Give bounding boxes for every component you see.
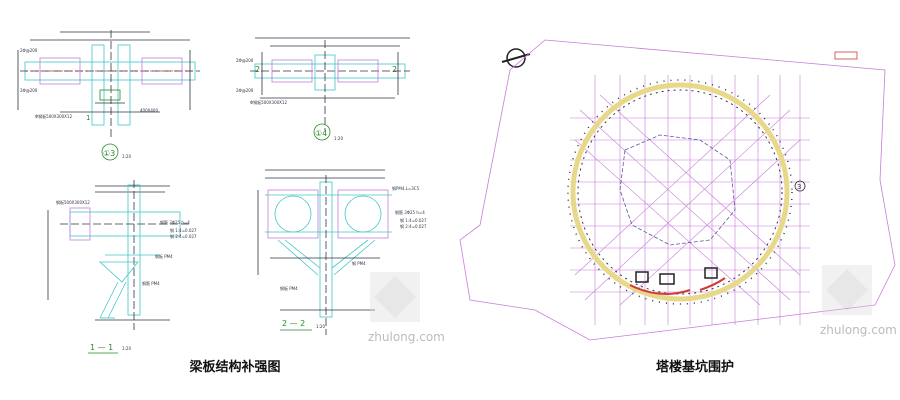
watermark-logo-left [370, 272, 420, 322]
svg-text:2Φ@200: 2Φ@200 [236, 88, 254, 93]
detail-d3-mark: 1 [86, 114, 90, 122]
north-arrow-icon [501, 48, 531, 68]
svg-text:Φ钢板500X300X12: Φ钢板500X300X12 [250, 99, 287, 105]
section-2-2-scale: 1:20 [316, 324, 325, 329]
detail-d4-mark-right: 2 [392, 65, 397, 74]
svg-text:钢 PM4: 钢 PM4 [352, 260, 366, 266]
svg-text:钢PM4,L=3C5: 钢PM4,L=3C5 [392, 185, 420, 191]
svg-text:钢 2:4=0.027: 钢 2:4=0.027 [400, 223, 427, 229]
svg-text:钢板 PM4: 钢板 PM4 [280, 285, 298, 291]
svg-text:钢 2:4=0.027: 钢 2:4=0.027 [170, 233, 197, 239]
site-plan: 3 [459, 39, 896, 341]
watermark-text-left: zhulong.com [368, 330, 445, 344]
section-1-1: 钢板500X300X12 钢筋 3Φ25 h=4 钢 1:4=0.027 钢 2… [47, 180, 197, 354]
svg-text:钢 1:4=0.027: 钢 1:4=0.027 [170, 227, 197, 233]
svg-text:Φ钢板500X300X12: Φ钢板500X300X12 [35, 113, 72, 119]
svg-text:钢板 PM4: 钢板 PM4 [155, 253, 173, 259]
svg-text:钢 1:4=0.027: 钢 1:4=0.027 [400, 217, 427, 223]
watermark-text-right: zhulong.com [820, 323, 897, 337]
section-1-1-label: 1 — 1 [90, 343, 113, 352]
watermark-logo-right [822, 265, 872, 315]
detail-d4: 2Φ@200 2Φ@200 Φ钢板500X300X12 2 2 ①4 1:20 [236, 37, 410, 141]
svg-text:钢筋 3Φ25 h=4: 钢筋 3Φ25 h=4 [160, 219, 190, 225]
detail-d3-label: ①3 [103, 149, 115, 158]
detail-d4-label: ①4 [315, 129, 327, 138]
site-plan-grid-mark: 3 [797, 183, 801, 191]
section-2-2-label: 2 — 2 [282, 319, 305, 328]
svg-text:2Φ@200: 2Φ@200 [236, 58, 254, 63]
caption-tower-pit-retaining: 塔楼基坑围护 [655, 360, 734, 375]
svg-text:2Φ@200: 2Φ@200 [20, 88, 38, 93]
detail-d3: 2Φ@200 2Φ@200 Φ钢板500X300X12 400X400 ①3 1… [17, 30, 200, 161]
svg-text:钢板500X300X12: 钢板500X300X12 [56, 199, 90, 205]
svg-text:2Φ@200: 2Φ@200 [20, 48, 38, 53]
section-2-2: 钢PM4,L=3C5 钢筋 3Φ25 h=4 钢 1:4=0.027 钢 2:4… [257, 169, 427, 335]
detail-d4-scale: 1:20 [334, 136, 343, 141]
svg-text:钢筋 3Φ25 h=4: 钢筋 3Φ25 h=4 [395, 209, 425, 215]
svg-text:钢筋 PM4: 钢筋 PM4 [142, 280, 160, 286]
section-1-1-scale: 1:20 [122, 346, 131, 351]
detail-d3-scale: 1:20 [122, 154, 131, 159]
caption-beam-slab-reinforcement: 梁板结构补强图 [189, 360, 281, 375]
svg-text:400X400: 400X400 [140, 108, 158, 113]
detail-d4-mark-left: 2 [255, 65, 260, 74]
